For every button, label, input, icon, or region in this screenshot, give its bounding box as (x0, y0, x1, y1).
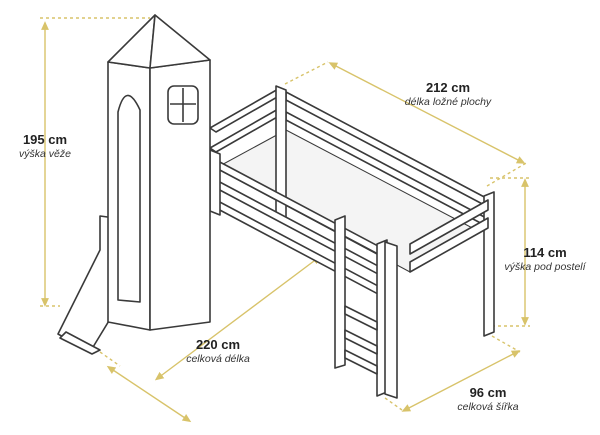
tower-height-value: 195 cm (22, 132, 68, 147)
bed-length-caption: délka ložné plochy (404, 95, 492, 108)
tower (57, 14, 211, 355)
tower-roof-left (107, 14, 156, 69)
bed-length-label: 212 cm délka ložné plochy (388, 80, 508, 108)
under-bed-height-value: 114 cm (523, 245, 567, 260)
total-length-caption: celková délka (186, 352, 250, 365)
total-width-caption: celková šířka (457, 400, 519, 413)
tower-roof-front (149, 14, 211, 69)
total-width-value: 96 cm (469, 385, 507, 400)
under-bed-height-caption: výška pod postelí (504, 260, 586, 273)
total-length-value: 220 cm (195, 337, 241, 352)
tower-height-caption: výška věže (19, 147, 71, 160)
tower-doorway (117, 94, 141, 303)
tower-height-label: 195 cm výška věže (4, 132, 86, 160)
bed-length-value: 212 cm (425, 80, 471, 95)
bed-frame (209, 85, 495, 399)
under-bed-height-label: 114 cm výška pod postelí (496, 245, 594, 273)
dimension-lines (40, 17, 530, 423)
total-width-label: 96 cm celková šířka (442, 385, 534, 413)
total-length-label: 220 cm celková délka (172, 337, 264, 365)
